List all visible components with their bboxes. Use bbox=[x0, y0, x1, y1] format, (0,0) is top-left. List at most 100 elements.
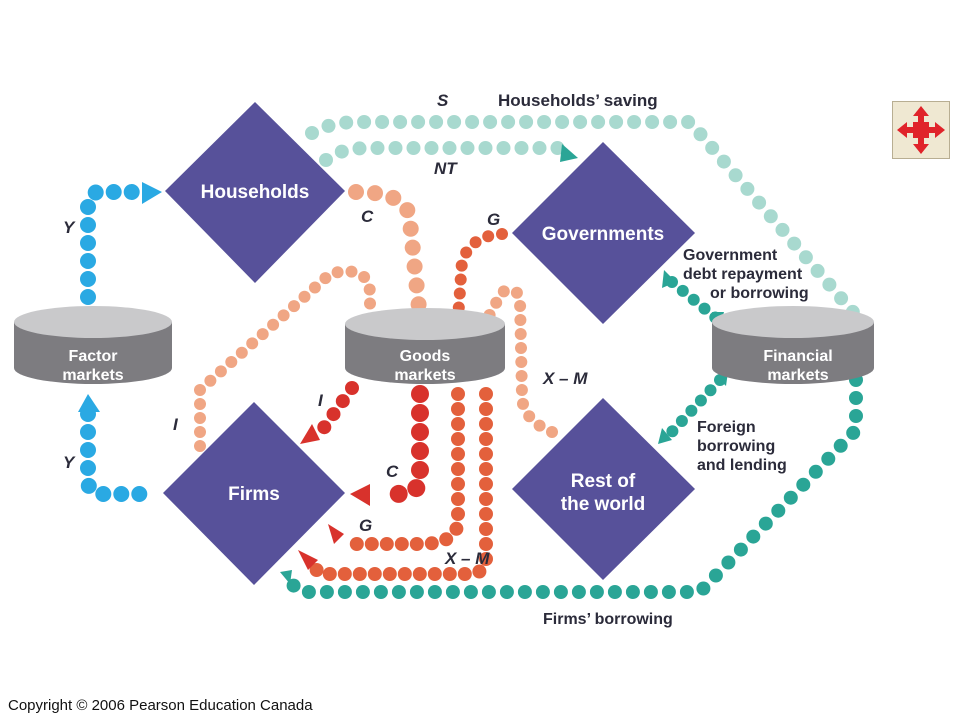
flow-dot bbox=[645, 115, 660, 129]
factor-markets-node: Factor markets bbox=[14, 306, 172, 384]
governments-node: Governments bbox=[512, 142, 695, 324]
copyright-notice: Copyright © 2006 Pearson Education Canad… bbox=[8, 697, 313, 714]
flow-dot bbox=[550, 141, 565, 155]
flow-dot bbox=[337, 567, 352, 581]
flow-dot bbox=[225, 356, 238, 368]
net-exports-flow-bottom bbox=[309, 387, 493, 581]
flow-dot bbox=[740, 181, 755, 196]
flow-dot bbox=[758, 516, 773, 531]
flow-dot bbox=[406, 258, 423, 275]
flow-dot bbox=[367, 185, 383, 202]
flow-dot bbox=[363, 283, 376, 296]
flow-dot bbox=[796, 477, 811, 492]
net-exports-arrow-firms bbox=[298, 550, 318, 570]
government-debt-label-line3: or borrowing bbox=[710, 285, 809, 302]
flow-dot bbox=[367, 567, 382, 581]
flow-dot bbox=[308, 281, 321, 294]
rest-of-world-label-line2: the world bbox=[561, 494, 645, 515]
government-bottom-label: G bbox=[359, 516, 372, 535]
flow-dot bbox=[451, 387, 465, 401]
flow-dot bbox=[571, 585, 586, 599]
flow-dot bbox=[469, 236, 482, 249]
flow-paths bbox=[80, 115, 863, 599]
flow-dot bbox=[553, 585, 568, 599]
flow-dot bbox=[194, 426, 206, 438]
flow-dot bbox=[345, 265, 358, 278]
flow-dot bbox=[479, 537, 493, 551]
flow-dot bbox=[411, 461, 429, 479]
flow-dot bbox=[533, 419, 546, 432]
flow-dot bbox=[546, 426, 558, 438]
flow-dot bbox=[194, 412, 206, 424]
flow-dot bbox=[463, 585, 478, 599]
flow-dot bbox=[798, 250, 813, 265]
flow-dot bbox=[478, 141, 493, 155]
flow-dot bbox=[728, 168, 743, 183]
income-top-label: Y bbox=[63, 218, 76, 237]
flow-dot bbox=[80, 442, 96, 458]
flow-dot bbox=[537, 115, 552, 129]
flow-dot bbox=[698, 302, 711, 315]
firms-borrowing-arrow bbox=[280, 570, 292, 584]
foreign-arrow-down bbox=[658, 428, 672, 444]
flow-dot bbox=[95, 486, 112, 502]
flow-dot bbox=[80, 253, 96, 269]
flow-dot bbox=[515, 342, 527, 354]
flow-dot bbox=[519, 115, 534, 129]
flow-dot bbox=[479, 417, 493, 431]
firms-borrowing-flow bbox=[286, 373, 863, 599]
flow-dot bbox=[535, 585, 550, 599]
flow-dot bbox=[514, 141, 529, 155]
flow-dot bbox=[204, 374, 217, 387]
flow-dot bbox=[451, 447, 465, 461]
flow-dot bbox=[411, 115, 426, 129]
flow-dot bbox=[305, 126, 319, 140]
government-debt-label-line1: Government bbox=[683, 247, 778, 264]
flow-dot bbox=[424, 536, 439, 551]
consumption-flow-top bbox=[348, 184, 427, 313]
flow-dot bbox=[721, 555, 736, 570]
flow-dot bbox=[309, 563, 324, 577]
foreign-borrowing-label-line3: and lending bbox=[697, 457, 787, 474]
flow-dot bbox=[379, 537, 394, 551]
flow-dot bbox=[429, 115, 444, 129]
governments-label: Governments bbox=[542, 224, 664, 245]
flow-dot bbox=[460, 246, 473, 259]
flow-dot bbox=[385, 189, 402, 206]
factor-markets-label-line1: Factor bbox=[69, 348, 118, 365]
expand-button[interactable] bbox=[892, 101, 950, 159]
households-label: Households bbox=[201, 182, 310, 203]
flow-dot bbox=[663, 115, 678, 129]
flow-dot bbox=[496, 141, 511, 155]
net-taxes-flow bbox=[319, 141, 565, 167]
income-arrow-factor bbox=[78, 394, 100, 412]
flow-dot bbox=[388, 141, 403, 155]
flow-dot bbox=[194, 398, 206, 410]
factor-markets-label-line2: markets bbox=[62, 367, 123, 384]
flow-dot bbox=[246, 337, 259, 350]
flow-dot bbox=[411, 423, 429, 441]
flow-dot bbox=[490, 296, 503, 309]
flow-dot bbox=[479, 492, 493, 506]
flow-dot bbox=[358, 271, 371, 283]
flow-dot bbox=[515, 384, 528, 396]
gov-debt-arrow-up bbox=[662, 270, 676, 288]
flow-dot bbox=[661, 585, 676, 599]
flow-dot bbox=[267, 318, 280, 331]
flow-dot bbox=[352, 141, 367, 156]
flow-dot bbox=[821, 451, 836, 466]
flow-dot bbox=[510, 286, 523, 299]
flow-dot bbox=[451, 492, 465, 506]
flow-dot bbox=[676, 284, 689, 297]
flow-dot bbox=[481, 585, 496, 599]
flow-dot bbox=[716, 154, 731, 169]
flow-dot bbox=[455, 259, 468, 272]
flow-dot bbox=[454, 273, 467, 286]
flow-dot bbox=[113, 486, 130, 502]
flow-dot bbox=[810, 263, 825, 278]
flow-dot bbox=[427, 567, 442, 581]
flow-dot bbox=[447, 115, 462, 129]
flow-dot bbox=[607, 585, 622, 599]
flow-dot bbox=[479, 432, 493, 446]
flow-dot bbox=[80, 235, 96, 251]
